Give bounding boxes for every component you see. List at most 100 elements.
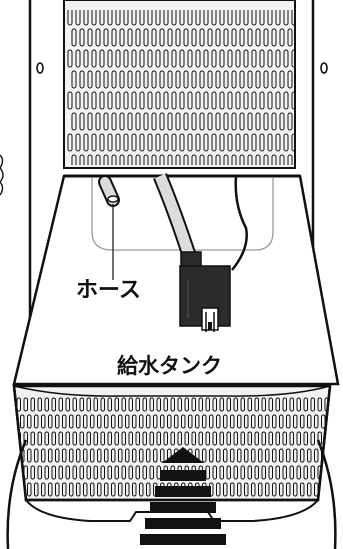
vent-slot: [48, 448, 53, 463]
vent-slot: [83, 448, 88, 463]
vent-slot: [83, 482, 88, 497]
vent-slot: [123, 133, 129, 152]
vent-slot: [247, 431, 252, 446]
vent-slot: [191, 431, 196, 446]
vent-slot: [107, 465, 112, 480]
vent-slot: [139, 414, 144, 429]
vent-slot: [167, 154, 173, 165]
vent-slot: [261, 397, 266, 412]
vent-slot: [93, 465, 98, 480]
vent-slot: [55, 482, 60, 497]
vent-slot: [272, 482, 277, 497]
vent-slot: [159, 70, 165, 89]
vent-slot: [67, 10, 73, 26]
vent-slot: [223, 414, 228, 429]
vent-slot: [151, 154, 157, 165]
vent-slot: [58, 397, 63, 412]
vent-slot: [184, 397, 189, 412]
vent-slot: [171, 49, 177, 68]
vent-slot: [239, 28, 245, 47]
vent-slot: [71, 112, 77, 131]
vent-slot: [95, 28, 101, 47]
vent-slot: [72, 431, 77, 446]
vent-slot: [279, 482, 284, 497]
vent-slot: [268, 465, 273, 480]
vent-slot: [307, 414, 312, 429]
vent-slot: [293, 414, 298, 429]
vent-slot: [247, 154, 253, 165]
vent-slot: [267, 10, 273, 26]
vent-slot: [67, 49, 73, 68]
vent-slot: [258, 482, 263, 497]
vent-slot: [219, 397, 224, 412]
vent-slot: [41, 482, 46, 497]
vent-slot: [231, 70, 237, 89]
vent-slot: [223, 70, 229, 89]
vent-slot: [163, 133, 169, 152]
vent-slot: [314, 448, 319, 463]
vent-slot: [239, 70, 245, 89]
vent-slot: [149, 431, 154, 446]
vent-slot: [275, 465, 280, 480]
vent-slot: [160, 414, 165, 429]
vent-slot: [167, 70, 173, 89]
vent-slot: [62, 482, 67, 497]
vent-slot: [255, 28, 261, 47]
vent-slot: [167, 28, 173, 47]
vent-slot: [293, 448, 298, 463]
vent-slot: [219, 91, 225, 110]
vent-slot: [191, 154, 197, 165]
vent-slot: [34, 448, 39, 463]
vent-slot: [87, 70, 93, 89]
vent-slot: [135, 154, 141, 165]
vent-slot: [107, 49, 113, 68]
vent-slot: [240, 431, 245, 446]
vent-slot: [227, 133, 233, 152]
vent-slot: [243, 10, 249, 26]
vent-slot: [167, 112, 173, 131]
vent-slot: [155, 133, 161, 152]
vent-slot: [259, 133, 265, 152]
vent-slot: [139, 482, 144, 497]
vent-slot: [90, 414, 95, 429]
vent-slot: [195, 49, 201, 68]
vent-slot: [44, 397, 49, 412]
vent-slot: [271, 154, 277, 165]
vent-slot: [271, 112, 277, 131]
vent-slot: [212, 465, 217, 480]
vent-slot: [207, 112, 213, 131]
vent-slot: [30, 431, 35, 446]
vent-slot: [183, 70, 189, 89]
vent-slot: [111, 112, 117, 131]
vent-slot: [127, 154, 133, 165]
vent-slot: [100, 465, 105, 480]
vent-slot: [103, 70, 109, 89]
vent-slot: [153, 448, 158, 463]
vent-slot: [79, 431, 84, 446]
vent-slot: [283, 91, 289, 110]
vent-slot: [287, 28, 293, 47]
vent-slot: [163, 49, 169, 68]
vent-slot: [235, 91, 241, 110]
vent-slot: [119, 112, 125, 131]
vent-slot: [128, 431, 133, 446]
vent-slot: [203, 133, 209, 152]
vent-slot: [114, 431, 119, 446]
vent-slot: [123, 49, 129, 68]
vent-slot: [104, 414, 109, 429]
vent-slot: [211, 49, 217, 68]
vent-slot: [171, 91, 177, 110]
vent-slot: [215, 70, 221, 89]
vent-slot: [119, 28, 125, 47]
vent-slot: [296, 431, 301, 446]
vent-slot: [205, 397, 210, 412]
vent-slot: [76, 414, 81, 429]
vent-slot: [156, 397, 161, 412]
vent-slot: [72, 397, 77, 412]
vent-slot: [111, 154, 117, 165]
vent-slot: [223, 154, 229, 165]
vent-slot: [247, 112, 253, 131]
vent-slot: [268, 397, 273, 412]
vent-slot: [75, 133, 81, 152]
vent-slot: [283, 10, 289, 26]
